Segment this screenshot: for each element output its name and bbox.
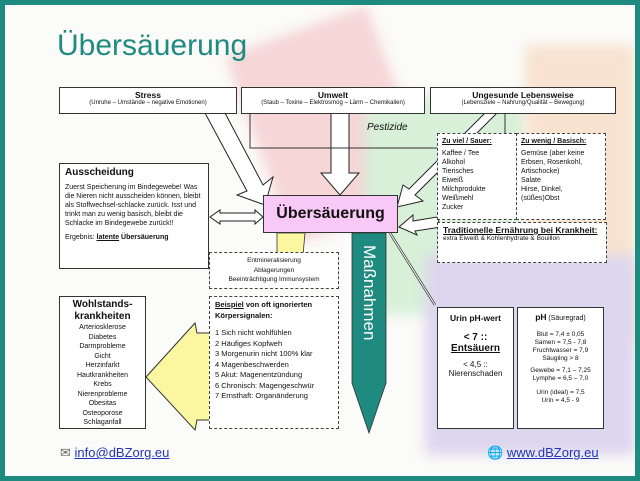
effect-item: Entmineralisierung <box>247 257 301 264</box>
urin-big2: Entsäuern <box>451 343 500 354</box>
ph-item: Blut = 7,4 ± 0,05 <box>536 331 585 338</box>
web-link[interactable]: 🌐 www.dBZorg.eu <box>487 445 599 461</box>
urin-title: Urin pH-wert <box>450 313 501 323</box>
beispiel-u: Beispiel <box>215 300 244 309</box>
ph-title: pH <box>535 312 547 322</box>
result-latente: latente <box>96 234 120 241</box>
list-item: Artischocke) <box>521 168 560 175</box>
urin-big1: < 7 :: <box>463 332 488 343</box>
ausscheidung-box: Ausscheidung Zuerst Speicherung im Binde… <box>59 163 209 269</box>
list-item: Nierenprobleme <box>77 390 128 398</box>
ph-box: pH (Säuregrad) Blut = 7,4 ± 0,05 Samen =… <box>517 307 604 429</box>
list-item: Zucker <box>442 204 464 211</box>
email-text[interactable]: info@dBZorg.eu <box>74 445 170 460</box>
list-item: Kaffee / Tee <box>442 150 480 157</box>
basisch-box: Zu wenig / Basisch: Gemüse (aber keine E… <box>516 133 606 220</box>
cause-sub: (Unruhe – Umstände – negative Emotionen) <box>89 100 207 106</box>
cause-lebensweise: Ungesunde Lebensweise (Lebensziele – Nah… <box>430 87 616 114</box>
wohlstand-title: Wohlstands-krankheiten <box>72 299 133 322</box>
wohlstand-box: Wohlstands-krankheiten Arteriosklerose D… <box>59 296 146 429</box>
list-item: 4 Magenbeschwerden <box>215 359 289 369</box>
massnahmen-label: Maßnahmen <box>360 245 379 341</box>
email-link[interactable]: ✉ info@dBZorg.eu <box>60 445 169 461</box>
envelope-icon: ✉ <box>60 445 71 460</box>
urin-small1: < 4,5 :: <box>463 360 488 369</box>
web-text[interactable]: www.dBZorg.eu <box>506 445 599 460</box>
list-item: Obesitas <box>88 400 117 407</box>
page-title: Übersäuerung <box>57 29 248 62</box>
list-item: 5 Akut: Magenentzündung <box>215 370 303 379</box>
list-item: Salate <box>521 177 541 184</box>
list-item: Weißmehl <box>442 195 474 202</box>
sauer-box: Zu viel / Sauer: Kaffee / Tee Alkohol Ti… <box>437 133 517 220</box>
cause-stress: Stress (Unruhe – Umstände – negative Emo… <box>59 87 237 114</box>
list-item: Herzinfarkt <box>85 362 120 369</box>
cause-sub: (Lebensziele – Nahrung/Qualität – Bewegu… <box>461 100 585 106</box>
cause-umwelt: Umwelt (Staub – Toxine – Elektrosmog – L… <box>241 87 425 114</box>
list-item: Schlaganfall <box>83 419 122 426</box>
list-item: 6 Chronisch: Magengeschwür <box>215 380 315 390</box>
tradition-text: extra Eiweiß & Kohlenhydrate & Bouillon <box>443 235 560 242</box>
tradition-box: Traditionelle Ernährung bei Krankheit: e… <box>437 222 607 263</box>
massnahmen-arrow <box>351 232 387 435</box>
list-item: Arteriosklerose <box>79 324 126 331</box>
cause-title: Ungesunde Lebensweise <box>472 90 574 100</box>
urin-small2: Nierenschaden <box>448 369 503 378</box>
tradition-arrow <box>398 213 442 237</box>
globe-icon: 🌐 <box>487 445 504 460</box>
ausscheidung-arrow <box>209 208 264 226</box>
list-item: Krebs <box>93 381 112 388</box>
list-item: Alkohol <box>442 159 465 166</box>
pestizide-label: Pestizide <box>367 122 408 133</box>
ausscheidung-text: Zuerst Speicherung im Bindegewebe! Was d… <box>65 184 201 227</box>
list-item: 1 Sich nicht wohlfühlen <box>215 328 292 337</box>
tradition-title: Traditionelle Ernährung bei Krankheit: <box>443 225 598 235</box>
effects-box: Entmineralisierung Ablagerungen Beeinträ… <box>209 252 339 289</box>
umwelt-arrow <box>319 112 361 196</box>
list-item: Hirse, Dinkel, <box>521 186 563 193</box>
list-item: Darmprobleme <box>79 343 126 350</box>
center-box: Übersäuerung <box>263 195 398 233</box>
ausscheidung-title: Ausscheidung <box>65 167 134 178</box>
sauer-title: Zu viel / Sauer: <box>442 138 492 145</box>
list-item: Hautkrankheiten <box>77 371 128 379</box>
ph-title-sub: (Säuregrad) <box>548 315 586 322</box>
list-item: 7 Ernsthaft: Organänderung <box>215 391 308 400</box>
cause-title: Stress <box>135 90 161 100</box>
list-item: Gicht <box>94 352 111 360</box>
list-item: 2 Häufiges Kopfweh <box>215 338 283 348</box>
list-item: Milchprodukte <box>442 186 486 193</box>
slide: Übersäuerung Stress (Unruhe – Umstände –… <box>5 5 635 476</box>
yellow-arrow <box>145 321 211 432</box>
list-item: Eiweiß <box>442 177 464 184</box>
result-text: Übersäuerung <box>121 234 169 241</box>
beispiel-title: von oft ignorierten Körpersignalen: <box>215 300 313 320</box>
list-item: Gemüse (aber keine <box>521 150 585 157</box>
ph-item: Lymphe = 6,5 – 7,0 <box>532 375 589 382</box>
basisch-title: Zu wenig / Basisch: <box>521 138 587 145</box>
list-item: Erbsen, Rosenkohl, <box>521 159 583 166</box>
ph-item: Säugling > 8 <box>542 355 579 362</box>
list-item: Diabetes <box>88 333 117 341</box>
list-item: 3 Morgenurin nicht 100% klar <box>215 349 313 358</box>
list-item: Tierisches <box>442 168 474 175</box>
ph-item: Samen = 7,5 - 7,8 <box>534 339 587 346</box>
result-label: Ergebnis: <box>65 234 95 241</box>
beispiel-box: Beispiel von oft ignorierten Körpersigna… <box>209 296 339 429</box>
ph-item: Urin = 4,5 - 9 <box>541 397 580 404</box>
ph-item: Urin (ideal) = 7,5 <box>536 389 585 396</box>
urin-box: Urin pH-wert < 7 :: Entsäuern < 4,5 :: N… <box>437 307 514 429</box>
cause-title: Umwelt <box>317 90 349 100</box>
effect-item: Beeinträchtigung Immunsystem <box>228 276 320 283</box>
ph-item: Gewebe = 7,1 – 7,25 <box>530 367 591 374</box>
cause-sub: (Staub – Toxine – Elektrosmog – Lärm – C… <box>261 100 405 106</box>
ph-item: Fruchtwasser = 7,9 <box>532 347 589 354</box>
list-item: (süßes)Obst <box>521 195 560 202</box>
effect-item: Ablagerungen <box>253 266 295 274</box>
stress-arrow <box>204 112 274 206</box>
list-item: Osteoporose <box>82 409 123 417</box>
